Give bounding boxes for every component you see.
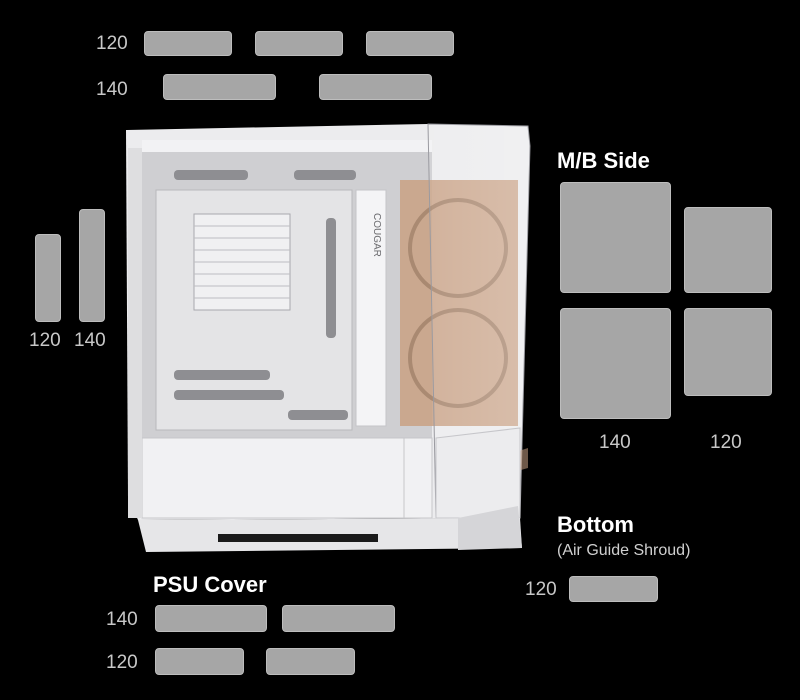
psu-shroud xyxy=(141,437,433,519)
air-guide-shroud xyxy=(435,427,521,519)
front-glass-panel xyxy=(427,123,531,519)
front-120-label: 120 xyxy=(29,330,61,351)
mb-side-120-fan-slot-2 xyxy=(684,308,772,396)
psu-cover-140-fan-slot-1 xyxy=(155,605,267,632)
case-top-frame xyxy=(142,140,432,152)
bottom-title: Bottom xyxy=(557,512,634,537)
mb-side-140-fan-slot-1 xyxy=(560,182,671,293)
mb-side-120-fan-slot-1 xyxy=(684,207,772,293)
psu-cover-140-label: 140 xyxy=(106,609,138,630)
front-120-fan-slot xyxy=(35,234,61,322)
brand-logo-text: COUGAR xyxy=(371,213,382,257)
case-left-edge xyxy=(128,148,142,518)
front-140-fan-slot xyxy=(79,209,105,322)
bottom-120-label: 120 xyxy=(525,579,557,600)
front-140-label: 140 xyxy=(74,330,106,351)
mb-side-120-label: 120 xyxy=(710,432,742,453)
top-120-fan-slot-3 xyxy=(366,31,454,56)
mb-side-140-label: 140 xyxy=(599,432,631,453)
psu-cover-140-fan-slot-2 xyxy=(282,605,395,632)
pc-case-illustration: COUGAR xyxy=(126,123,531,552)
top-140-fan-slot-2 xyxy=(319,74,432,100)
top-120-label: 120 xyxy=(96,33,128,54)
top-120-fan-slot-1 xyxy=(144,31,232,56)
bottom-120-fan-slot xyxy=(569,576,658,602)
base-angled-foot xyxy=(458,506,522,550)
cable-bar xyxy=(355,189,387,427)
psu-cover-title: PSU Cover xyxy=(153,572,267,597)
psu-cover-120-label: 120 xyxy=(106,652,138,673)
mb-side-title: M/B Side xyxy=(557,148,650,173)
top-140-label: 140 xyxy=(96,79,128,100)
psu-cover-120-fan-slot-1 xyxy=(155,648,244,675)
top-120-fan-slot-2 xyxy=(255,31,343,56)
base-dark-strip xyxy=(218,534,378,542)
mb-side-140-fan-slot-2 xyxy=(560,308,671,419)
bottom-subtitle: (Air Guide Shroud) xyxy=(557,542,691,559)
psu-cover-120-fan-slot-2 xyxy=(266,648,355,675)
top-140-fan-slot-1 xyxy=(163,74,276,100)
